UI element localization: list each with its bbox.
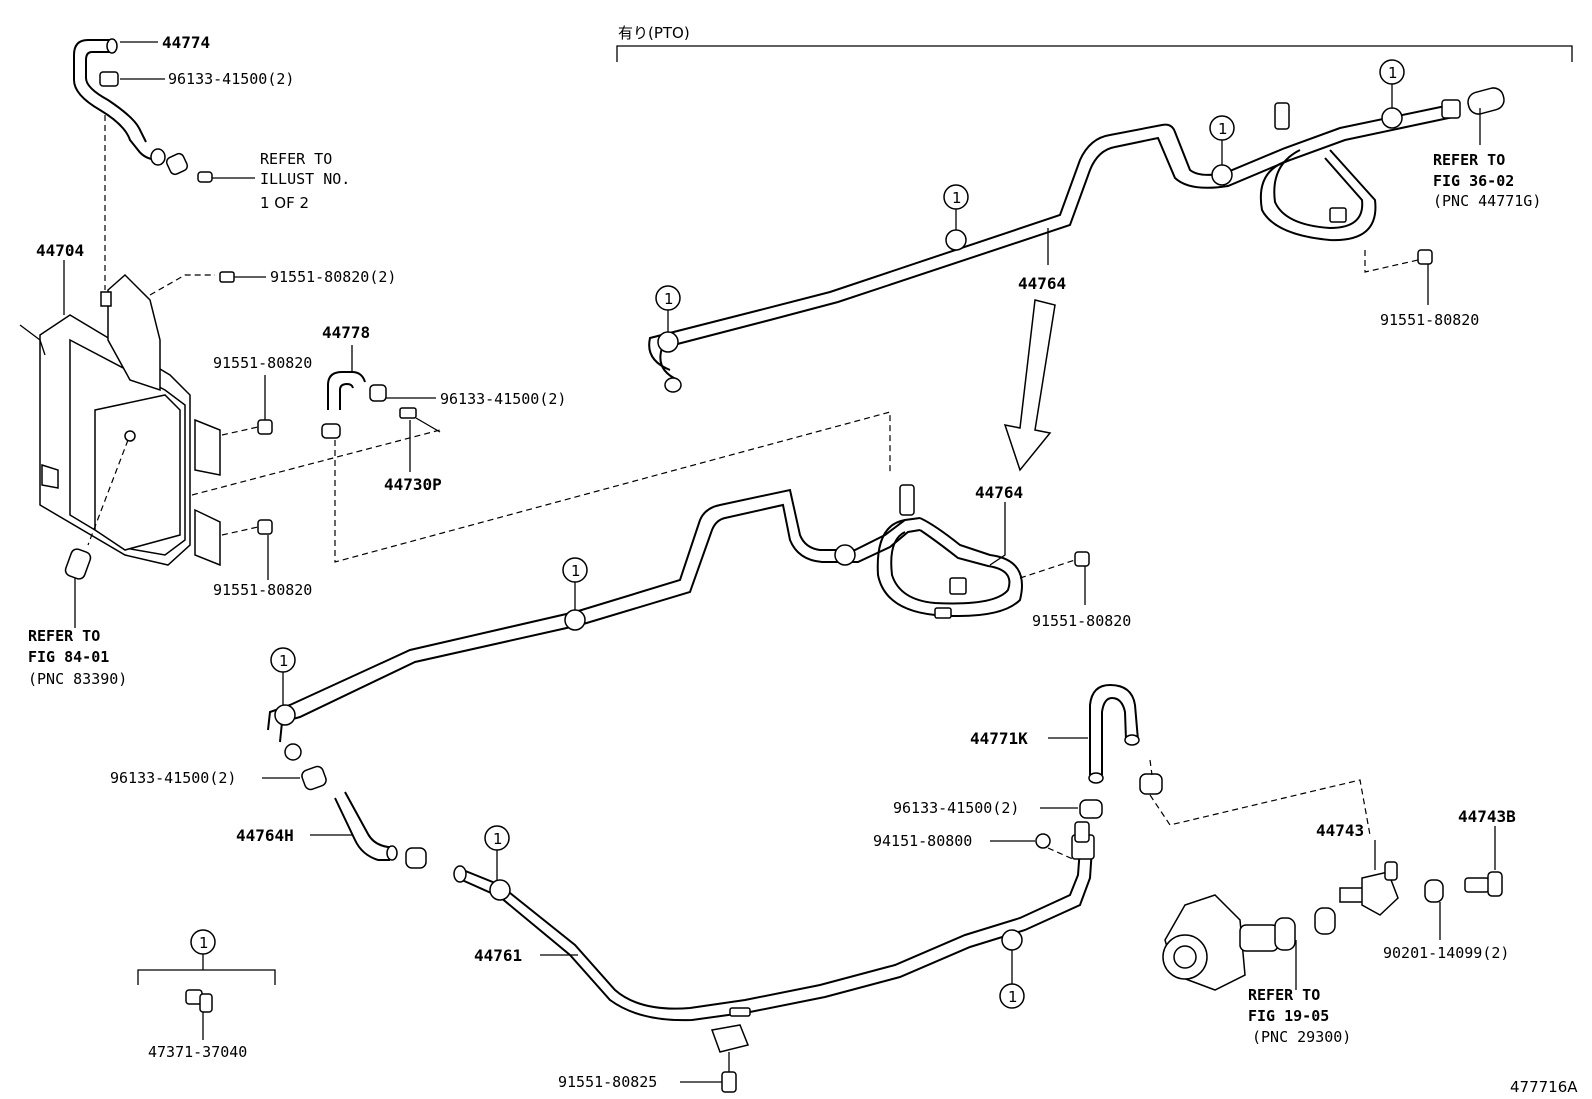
hose-44771k[interactable] [1088, 683, 1140, 784]
label-44774: 44774 [162, 33, 210, 52]
clamp-icon [99, 71, 119, 87]
clamp-icon [1139, 773, 1163, 795]
label-44730p: 44730P [384, 475, 442, 494]
refer-fig84-line1: REFER TO [28, 627, 100, 645]
hose-44774[interactable] [73, 38, 255, 183]
refer-illust-line2: ILLUST NO. [260, 170, 350, 188]
label-44764-top: 44764 [1018, 274, 1066, 293]
callout-1e: 1 [270, 647, 296, 705]
hose-44764h[interactable] [334, 791, 398, 861]
bolt-44743b[interactable] [1464, 871, 1503, 897]
callout-marker [489, 879, 511, 901]
label-clamp-right: 96133-41500(2) [893, 799, 1019, 817]
svg-text:1: 1 [1388, 64, 1398, 82]
pto-group-label: 有り(PTO) [618, 24, 690, 42]
level-sensor[interactable] [64, 547, 92, 628]
label-bolt-bottom: 91551-80825 [558, 1073, 657, 1091]
valve-44730p[interactable] [399, 407, 441, 433]
label-44761: 44761 [474, 946, 522, 965]
label-clamp-upper: 96133-41500(2) [168, 70, 294, 88]
callout-marker [1381, 107, 1403, 129]
clamp-right[interactable] [1079, 799, 1103, 819]
callout-1a: 1 [655, 285, 681, 332]
bolt-tank-bottom[interactable] [221, 519, 273, 536]
callout-1b: 1 [943, 184, 969, 230]
valve-icon [197, 171, 213, 183]
svg-text:1: 1 [279, 652, 289, 670]
tube-44764-mid[interactable] [267, 484, 1023, 761]
refer-fig19-line2: FIG 19-05 [1248, 1007, 1329, 1025]
callout-marker [834, 544, 856, 566]
svg-text:1: 1 [571, 562, 581, 580]
refer-fig84-line3: (PNC 83390) [28, 670, 127, 688]
bolt-bottom[interactable] [721, 1052, 737, 1093]
svg-text:1: 1 [952, 189, 962, 207]
hose-44778[interactable] [321, 371, 387, 439]
pto-group-bracket: 有り(PTO) [616, 24, 1573, 62]
clip-94151[interactable] [1035, 833, 1051, 849]
label-bolt-tank-bottom: 91551-80820 [213, 581, 312, 599]
label-44764h: 44764H [236, 826, 294, 845]
svg-text:1: 1 [1218, 120, 1228, 138]
clamp-icon [405, 847, 427, 869]
label-clamp-mid: 96133-41500(2) [440, 390, 566, 408]
refer-fig36-line1: REFER TO [1433, 151, 1505, 169]
refer-fig19-line1: REFER TO [1248, 986, 1320, 1004]
tube-44761[interactable] [453, 821, 1095, 1053]
label-44704: 44704 [36, 241, 84, 260]
svg-text:1: 1 [1008, 988, 1018, 1006]
callout-1d: 1 [1379, 59, 1405, 108]
gasket-icon [1424, 879, 1444, 903]
label-44743b: 44743B [1458, 807, 1516, 826]
reservoir-tank-44704[interactable] [19, 273, 221, 567]
label-44778: 44778 [322, 323, 370, 342]
clamp-left[interactable] [300, 765, 328, 791]
callout-1c: 1 [1209, 115, 1235, 165]
clip-47371-icon [185, 989, 213, 1013]
refer-fig19-line3: (PNC 29300) [1252, 1028, 1351, 1046]
label-clamp-left: 96133-41500(2) [110, 769, 236, 787]
callout-marker [1001, 929, 1023, 951]
label-gasket-90201: 90201-14099(2) [1383, 944, 1509, 962]
arrow-icon [1003, 299, 1056, 472]
refer-illust-line1: REFER TO [260, 150, 332, 168]
bolt-mid-right[interactable] [1019, 551, 1090, 579]
callout-legend: 1 47371-37040 [137, 929, 276, 1061]
callout-1f: 1 [562, 557, 588, 610]
bolt-top-right[interactable] [1364, 249, 1433, 273]
gasket-icon [1314, 907, 1336, 935]
svg-text:1: 1 [199, 934, 209, 952]
bolt-mid-left[interactable] [221, 419, 273, 436]
union-44743[interactable] [1339, 861, 1399, 916]
refer-fig36-line2: FIG 36-02 [1433, 172, 1514, 190]
label-44771k: 44771K [970, 729, 1028, 748]
callout-marker [564, 609, 586, 631]
pump-assembly[interactable] [1162, 894, 1296, 991]
label-44743: 44743 [1316, 821, 1364, 840]
tube-44764-top[interactable] [648, 86, 1506, 393]
refer-fig84-line2: FIG 84-01 [28, 648, 109, 666]
callout-marker [945, 229, 967, 251]
callout-1h: 1 [484, 825, 510, 880]
svg-text:1: 1 [664, 290, 674, 308]
label-clip-47371: 47371-37040 [148, 1043, 247, 1061]
label-bolt-mid-right: 91551-80820 [1032, 612, 1131, 630]
label-bolt-top-right: 91551-80820 [1380, 311, 1479, 329]
label-bolt-mid-left: 91551-80820 [213, 354, 312, 372]
callout-marker [657, 331, 679, 353]
label-clip-94151: 94151-80800 [873, 832, 972, 850]
refer-fig36-line3: (PNC 44771G) [1433, 192, 1541, 210]
label-44764-mid: 44764 [975, 483, 1023, 502]
clamp-icon [321, 423, 341, 439]
callout-marker [1211, 164, 1233, 186]
svg-text:1: 1 [493, 830, 503, 848]
callout-1i: 1 [999, 950, 1025, 1009]
label-bolt-tank-top: 91551-80820(2) [270, 268, 396, 286]
bolt-tank-top[interactable] [219, 271, 266, 283]
callout-marker [274, 704, 296, 726]
refer-illust-line3: 1 OF 2 [260, 194, 309, 212]
figure-id: 477716A [1510, 1078, 1578, 1096]
